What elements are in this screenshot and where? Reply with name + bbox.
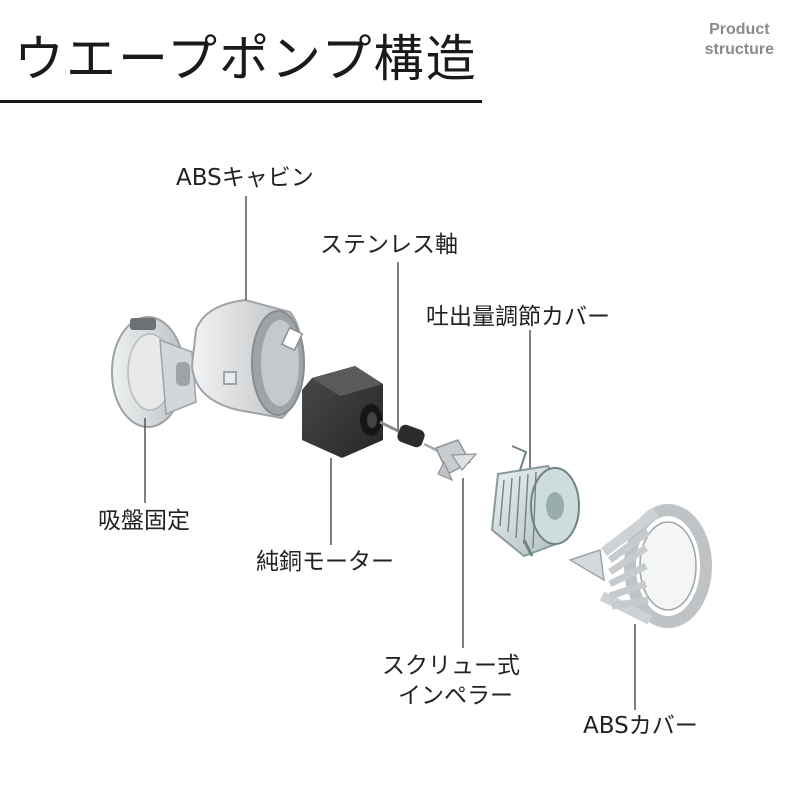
label-abs-cover: ABSカバー — [583, 713, 698, 739]
label-flow-cover: 吐出量調節カバー — [426, 304, 610, 330]
suction-cup-part — [111, 316, 197, 428]
label-screw-impeller-line-2: インペラー — [398, 683, 513, 709]
copper-motor-part — [302, 366, 383, 458]
en-tag-line-2: structure — [704, 41, 774, 58]
screw-impeller-part — [434, 439, 478, 482]
product-structure-tag: Product structure — [705, 20, 774, 60]
label-screw-impeller: スクリュー式 インペラー — [382, 651, 520, 711]
label-copper-motor: 純銅モーター — [256, 549, 394, 575]
title-underline — [0, 100, 482, 103]
abs-cover-part — [568, 504, 712, 628]
label-suction-cup: 吸盤固定 — [98, 508, 190, 534]
page-title: ウエープポンプ構造 — [14, 30, 478, 88]
label-stainless-shaft: ステンレス軸 — [320, 232, 458, 258]
leader-lines — [144, 196, 636, 710]
label-screw-impeller-line-1: スクリュー式 — [382, 653, 520, 679]
flow-cover-part — [490, 445, 580, 558]
abs-cabin-part — [190, 298, 305, 420]
en-tag-line-1: Product — [709, 21, 770, 38]
label-abs-cabin: ABSキャビン — [176, 165, 314, 191]
stainless-shaft-part — [379, 420, 441, 454]
